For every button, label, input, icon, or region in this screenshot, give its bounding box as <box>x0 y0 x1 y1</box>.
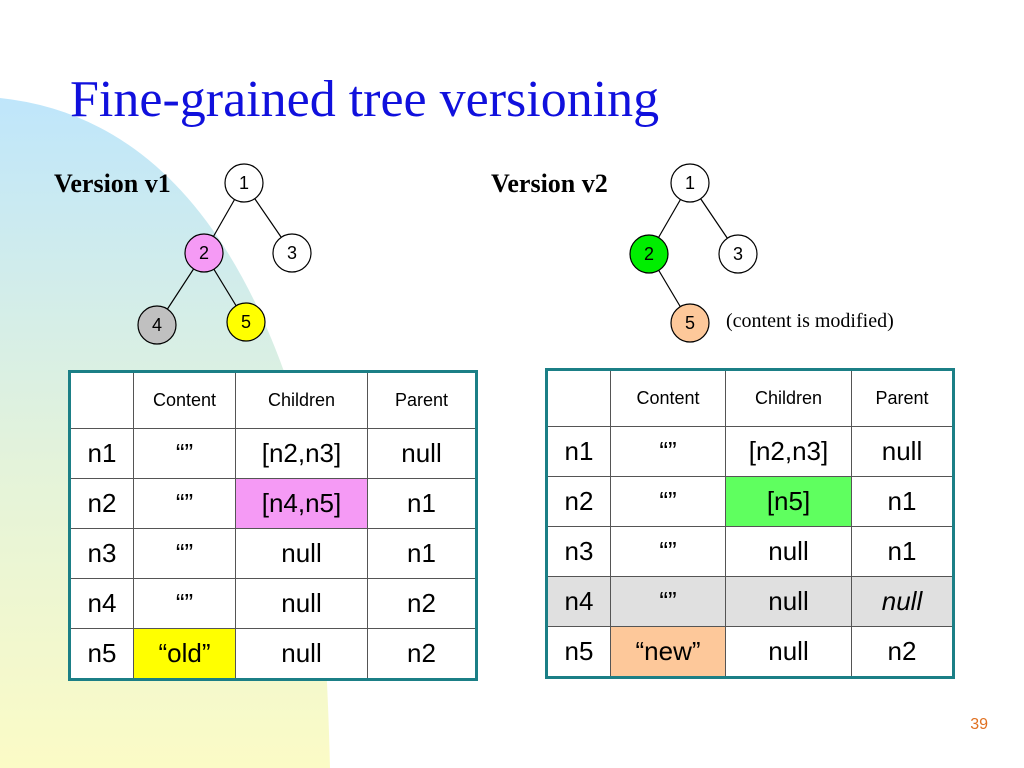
table-row: n2 “” [n5] n1 <box>546 476 954 527</box>
table-cell: “” <box>133 478 236 529</box>
table-cell: n2 <box>851 626 954 678</box>
table-row: n1 “” [n2,n3] null <box>546 426 954 477</box>
table-cell: n1 <box>69 428 134 479</box>
table-cell: “” <box>133 428 236 479</box>
table-cell: null <box>235 628 368 680</box>
table-row: n3 “” null n1 <box>69 528 477 579</box>
table-cell-highlighted: “old” <box>133 628 236 680</box>
header-cell-children: Children <box>235 371 368 429</box>
table-cell: n3 <box>546 526 611 577</box>
table-row: n5 “old” null n2 <box>69 628 477 680</box>
header-cell-parent: Parent <box>851 369 954 427</box>
table-header-row: Content Children Parent <box>546 369 954 427</box>
header-cell-parent: Parent <box>367 371 477 429</box>
table-cell: n5 <box>69 628 134 680</box>
node-v1-4 <box>137 305 177 345</box>
table-cell-highlighted: [n4,n5] <box>235 478 368 529</box>
table-row: n1 “” [n2,n3] null <box>69 428 477 479</box>
node-v2-3 <box>718 234 758 274</box>
node-v1-2 <box>184 233 224 273</box>
table-cell: n4 <box>69 578 134 629</box>
table-cell: “” <box>610 426 726 477</box>
table-cell-highlighted: “new” <box>610 626 726 678</box>
node-v1-4-label: 4 <box>152 315 162 335</box>
table-cell: n2 <box>546 476 611 527</box>
table-header-row: Content Children Parent <box>69 371 477 429</box>
header-cell-children: Children <box>725 369 852 427</box>
table-cell: n2 <box>367 578 477 629</box>
table-v2: Content Children Parent n1 “” [n2,n3] nu… <box>545 368 955 679</box>
table-cell: n5 <box>546 626 611 678</box>
table-row: n5 “new” null n2 <box>546 626 954 678</box>
table-cell: “” <box>133 578 236 629</box>
header-cell-node <box>546 369 611 427</box>
header-cell-content: Content <box>133 371 236 429</box>
table-cell: “” <box>610 576 726 627</box>
table-cell: n1 <box>851 476 954 527</box>
table-cell: null <box>725 526 852 577</box>
table-row: n4 “” null n2 <box>69 578 477 629</box>
node-v1-1 <box>224 163 264 203</box>
node-v1-3 <box>272 233 312 273</box>
table-cell: “” <box>133 528 236 579</box>
node-v1-5-label: 5 <box>241 312 251 332</box>
table-cell-highlighted: [n5] <box>725 476 852 527</box>
table-row: n3 “” null n1 <box>546 526 954 577</box>
table-cell: [n2,n3] <box>725 426 852 477</box>
table-row-removed: n4 “” null null <box>546 576 954 627</box>
content-modified-note: (content is modified) <box>726 310 894 332</box>
node-v1-1-label: 1 <box>239 173 249 193</box>
header-cell-content: Content <box>610 369 726 427</box>
table-cell-italic: null <box>851 576 954 627</box>
slide-title: Fine-grained tree versioning <box>70 71 660 128</box>
node-v1-2-label: 2 <box>199 243 209 263</box>
node-v2-3-label: 3 <box>733 244 743 264</box>
node-v2-2 <box>629 234 669 274</box>
header-cell-node <box>69 371 134 429</box>
table-cell: null <box>851 426 954 477</box>
table-cell: n1 <box>367 478 477 529</box>
node-v2-1-label: 1 <box>685 173 695 193</box>
table-cell: “” <box>610 476 726 527</box>
page-number: 39 <box>970 716 988 733</box>
table-row: n2 “” [n4,n5] n1 <box>69 478 477 529</box>
table-cell: n1 <box>367 528 477 579</box>
node-v2-1 <box>670 163 710 203</box>
version-v2-label: Version v2 <box>491 169 608 198</box>
node-v2-5 <box>670 303 710 343</box>
version-v1-label: Version v1 <box>54 169 171 198</box>
node-v1-5 <box>226 302 266 342</box>
table-cell: n2 <box>367 628 477 680</box>
table-cell: n1 <box>851 526 954 577</box>
node-v2-2-label: 2 <box>644 244 654 264</box>
table-cell: null <box>725 626 852 678</box>
table-cell: n4 <box>546 576 611 627</box>
table-cell: n2 <box>69 478 134 529</box>
node-v2-5-label: 5 <box>685 313 695 333</box>
table-cell: n1 <box>546 426 611 477</box>
table-cell: “” <box>610 526 726 577</box>
table-cell: null <box>235 578 368 629</box>
tree-v1: 1 2 3 4 5 <box>137 163 312 345</box>
node-v1-3-label: 3 <box>287 243 297 263</box>
table-cell: null <box>367 428 477 479</box>
table-cell: null <box>725 576 852 627</box>
tree-v2: 1 2 3 5 <box>629 163 758 343</box>
table-v1: Content Children Parent n1 “” [n2,n3] nu… <box>68 370 478 681</box>
table-cell: n3 <box>69 528 134 579</box>
table-cell: [n2,n3] <box>235 428 368 479</box>
table-cell: null <box>235 528 368 579</box>
